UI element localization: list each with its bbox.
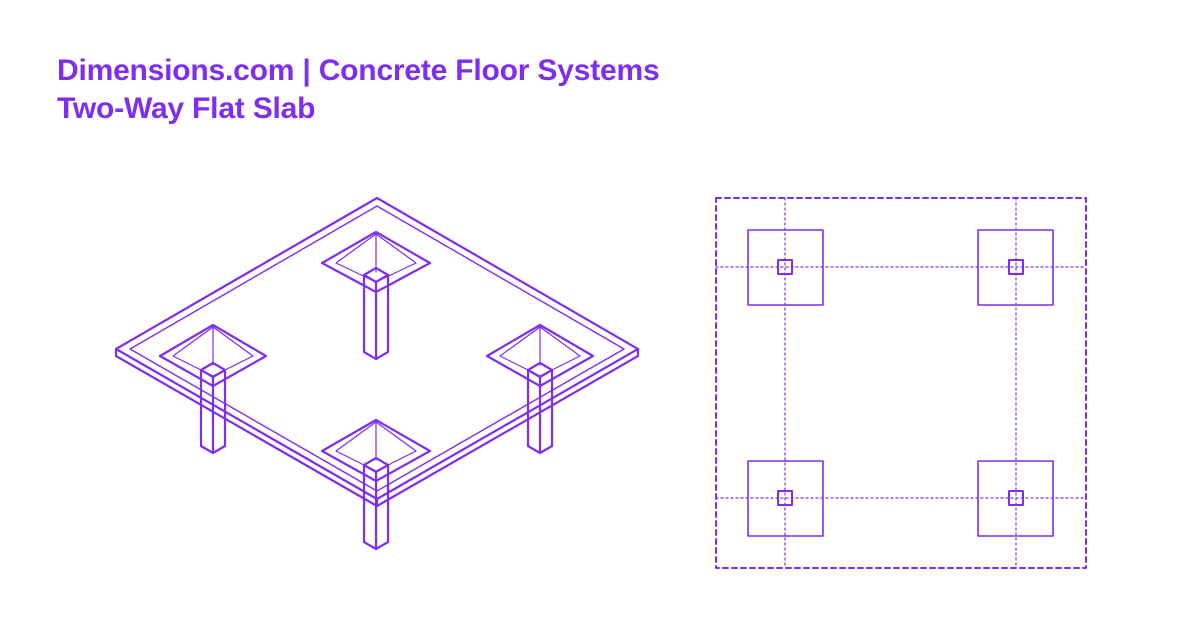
plan-column-top-right <box>1008 259 1024 275</box>
plan-slab-outline <box>715 197 1087 569</box>
plan-columns <box>777 259 1024 506</box>
plan-drop-panel-bottom-right <box>977 460 1054 537</box>
column-back <box>320 230 432 361</box>
plan-column-bottom-left <box>777 490 793 506</box>
header: Dimensions.com | Concrete Floor Systems … <box>57 52 660 128</box>
page-title: Dimensions.com | Concrete Floor Systems <box>57 54 660 87</box>
plan-drop-panel-bottom-left <box>747 460 824 537</box>
column-front <box>320 418 432 551</box>
plan-grid-lines <box>715 197 1087 569</box>
plan-view <box>715 197 1087 569</box>
slab-front-right-edge <box>375 347 640 508</box>
isometric-view <box>114 196 640 551</box>
plan-drop-panel-top-right <box>977 229 1054 306</box>
plan-drop-panels <box>747 229 1054 537</box>
plan-column-bottom-right <box>1008 490 1024 506</box>
page-subtitle: Two-Way Flat Slab <box>57 92 316 125</box>
plan-column-top-left <box>777 259 793 275</box>
column-right <box>485 323 595 455</box>
column-left <box>158 323 268 455</box>
plan-drop-panel-top-left <box>747 229 824 306</box>
